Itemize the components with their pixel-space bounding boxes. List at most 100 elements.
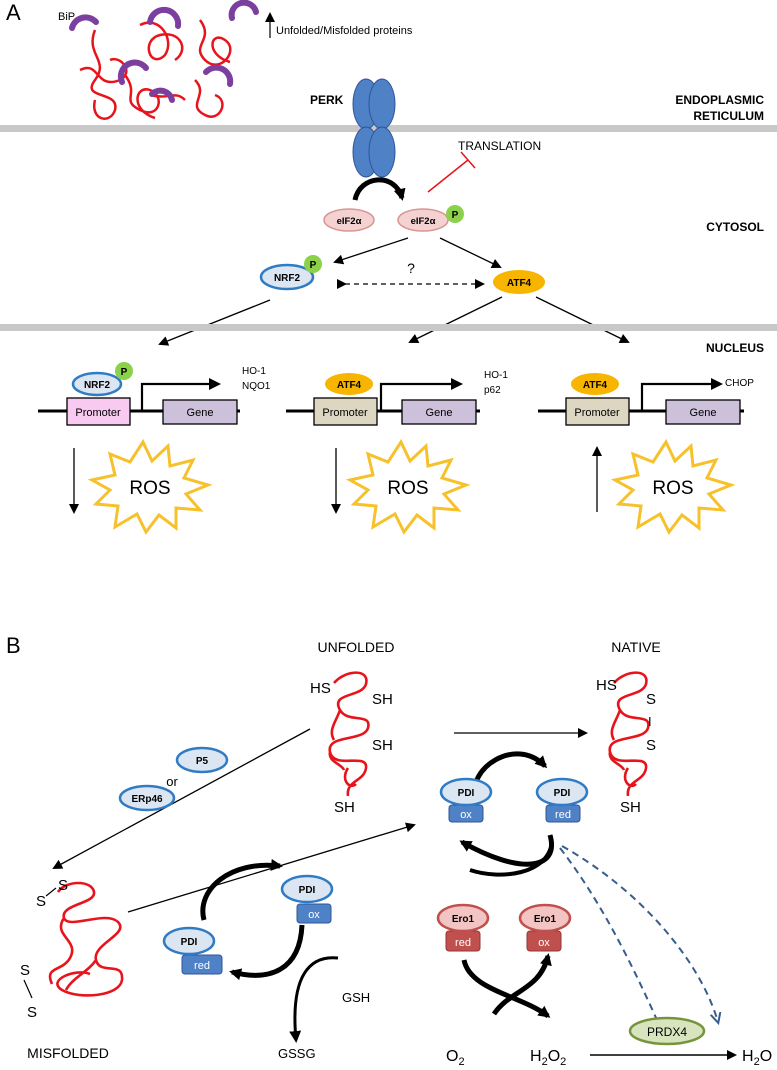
ero1-ox-label: Ero1 (534, 914, 557, 925)
arrow-misfolded-to-native (127, 822, 416, 913)
translation-inhibition-bar (460, 151, 476, 169)
perk-label: PERK (310, 93, 344, 107)
er-label-1: ENDOPLASMIC (675, 93, 764, 107)
pdi-ox-lower-label: PDI (299, 885, 316, 896)
eif2a-p-label: eIF2α (411, 216, 436, 227)
h2o2-label: H2O2 (530, 1048, 566, 1068)
native-bond: I (648, 714, 652, 729)
misfolded-s-1: S (36, 893, 46, 910)
nuclear-membrane (0, 324, 777, 331)
ros-label-1: ROS (129, 478, 170, 499)
pdi-red-lower-state: red (194, 960, 210, 972)
p-badge-eif2a (446, 205, 464, 223)
arrow-atf4-nucleus-1 (408, 296, 503, 343)
gene-module-atf4-2 (538, 378, 744, 426)
unfolded-note: Unfolded/Misfolded proteins (276, 25, 413, 37)
ero1-link-arrow (469, 841, 554, 877)
unfolded-sh-3: SH (334, 799, 355, 816)
translation-label: TRANSLATION (458, 139, 541, 153)
question-mark: ? (407, 260, 415, 276)
pdi-red-top-state: red (555, 809, 571, 821)
target-nrf2-1: NQO1 (242, 381, 271, 392)
atf4-bound-node-1 (325, 373, 373, 395)
cytosol-label: CYTOSOL (706, 220, 764, 234)
h2o-label: H2O (742, 1048, 772, 1068)
arrow-atf4-nucleus-2 (535, 296, 630, 343)
nrf2-bound-label: NRF2 (84, 380, 111, 391)
pdi-ox-top-state: ox (460, 809, 472, 821)
unfolded-sh-1: SH (372, 691, 393, 708)
bip-label: BiP (58, 11, 75, 23)
native-s-1: S (646, 691, 656, 708)
gssg-label: GSSG (278, 1046, 316, 1061)
phosphorylation-arrow (352, 177, 406, 201)
misfolded-s-2: S (58, 877, 68, 894)
promoter-label-3: Promoter (574, 407, 620, 419)
prdx4-node (628, 1016, 706, 1046)
promoter-label-1: Promoter (75, 407, 121, 419)
misfolded-protein (48, 881, 124, 997)
nucleus-label: NUCLEUS (706, 341, 764, 355)
pdi-red-lower-label: PDI (181, 937, 198, 948)
erp46-node (118, 784, 176, 812)
ros-burst-2 (345, 438, 471, 535)
ero1-red-label: Ero1 (452, 914, 475, 925)
pdi-ox-lower-state: ox (308, 909, 320, 921)
misfolded-s-4: S (27, 1004, 37, 1021)
target-atf4-1-1: p62 (484, 385, 501, 396)
o2-label: O2 (446, 1048, 465, 1068)
erp46-label: ERp46 (131, 794, 163, 805)
gene-module-atf4-1 (286, 378, 480, 426)
target-nrf2-0: HO-1 (242, 366, 266, 377)
pdi-ox-top-label: PDI (458, 788, 475, 799)
arrow-nrf2-nucleus (158, 299, 271, 346)
perk-dimer (352, 78, 396, 178)
gsh-label: GSH (342, 990, 370, 1005)
arrow-unfolded-to-misfolded (52, 728, 311, 869)
gsh-cycle-arrow-top (200, 858, 283, 921)
nrf2-bound-node (71, 371, 123, 397)
unfolded-hs: HS (310, 680, 331, 697)
panel-b-label: B (6, 633, 21, 658)
ero1-cycle-arrow-up (491, 953, 552, 1016)
arrow-to-nrf2 (333, 237, 409, 265)
pdi-red-top (535, 777, 589, 823)
pdi-red-lower (162, 926, 223, 975)
p-badge-nrf2 (304, 255, 322, 273)
p-label-nrf2-bound: P (121, 367, 128, 378)
panel-a-label: A (6, 0, 21, 25)
ero1-ox-state: ox (538, 937, 550, 949)
unfolded-proteins-cluster (69, 0, 259, 120)
p-label-eif2a: P (452, 210, 459, 221)
prdx4-label: PRDX4 (647, 1025, 687, 1039)
pdi-ox-lower (280, 874, 334, 924)
eif2a-node (323, 208, 375, 232)
eif2a-label: eIF2α (337, 216, 362, 227)
gene-label-3: Gene (690, 407, 717, 419)
ero1-red (436, 903, 490, 952)
dashed-pdi-to-prdx4 (559, 847, 658, 1021)
gene-module-nrf2 (38, 378, 240, 426)
unfolded-sh-2: SH (372, 737, 393, 754)
pdi-cycle-arrow-bottom (459, 834, 554, 867)
nrf2-label: NRF2 (274, 273, 301, 284)
ero1-red-state: red (455, 937, 471, 949)
native-s-2: S (646, 737, 656, 754)
eif2a-p-node (397, 208, 449, 232)
ros-label-2: ROS (387, 478, 428, 499)
native-sh: SH (620, 799, 641, 816)
unfolded-label: UNFOLDED (317, 639, 394, 655)
target-atf4-1-0: HO-1 (484, 370, 508, 381)
atf4-node (493, 270, 545, 294)
gsh-to-gssg-arrow (289, 956, 339, 1043)
or-label: or (166, 774, 178, 789)
pdi-ox-top (439, 777, 493, 823)
dashed-prdx4-to-pdi (561, 845, 718, 1022)
p-badge-nrf2-bound (115, 362, 133, 380)
atf4-bound-node-2 (571, 373, 619, 395)
er-membrane (0, 125, 777, 132)
gene-label-1: Gene (187, 407, 214, 419)
native-label: NATIVE (611, 639, 661, 655)
atf4-bound-label-1: ATF4 (337, 380, 362, 391)
